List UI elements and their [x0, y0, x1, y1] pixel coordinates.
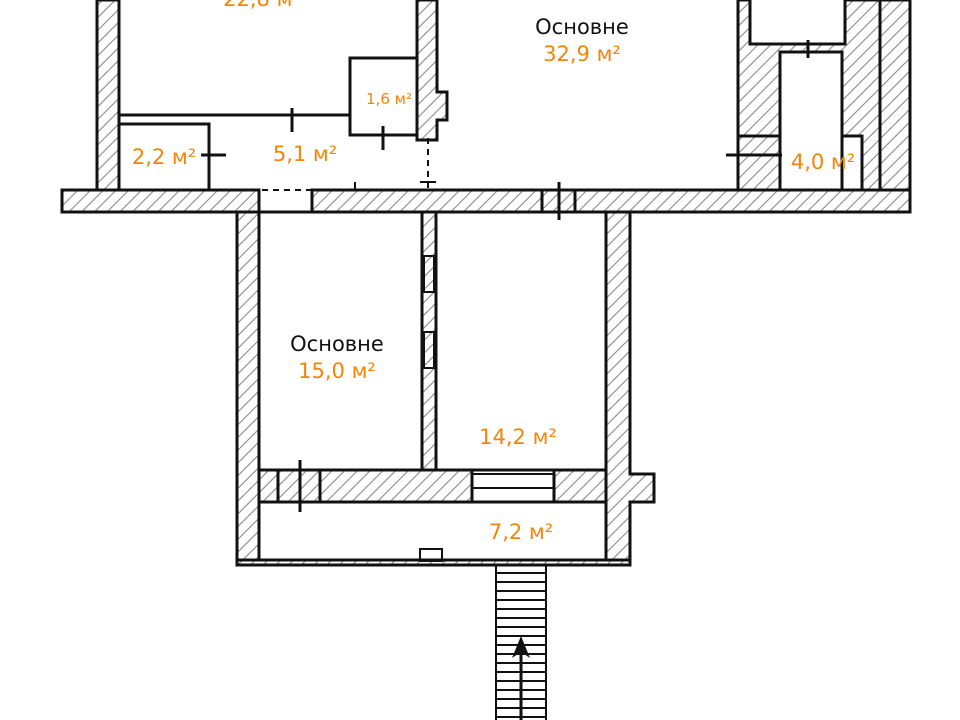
- outer-walls: [60, 0, 912, 567]
- room-main-mid: [257, 210, 424, 472]
- label-area-closet: 1,6 м²: [366, 90, 412, 108]
- room-small-left: [117, 122, 211, 192]
- room-entry: [257, 500, 608, 562]
- label-name-main-mid: Основне: [290, 332, 384, 356]
- room-mid-right: [434, 210, 608, 472]
- staircase: [495, 564, 547, 720]
- room-right: [778, 50, 844, 192]
- label-area-small-left: 2,2 м²: [132, 145, 196, 169]
- doors: [201, 40, 862, 562]
- label-area-right-room: 4,0 м²: [791, 150, 855, 174]
- label-area-top-left: 22,8 м²: [223, 0, 301, 11]
- label-area-main-mid: 15,0 м²: [298, 359, 376, 383]
- rooms: [117, 0, 844, 562]
- label-area-corridor: 5,1 м²: [273, 142, 337, 166]
- label-area-mid-right: 14,2 м²: [479, 425, 557, 449]
- label-area-main-top: 32,9 м²: [543, 42, 621, 66]
- label-area-entry: 7,2 м²: [489, 520, 553, 544]
- label-name-main-top: Основне: [535, 15, 629, 39]
- room-labels: 22,8 м² Основне 32,9 м² 1,6 м² 2,2 м² 5,…: [132, 0, 855, 544]
